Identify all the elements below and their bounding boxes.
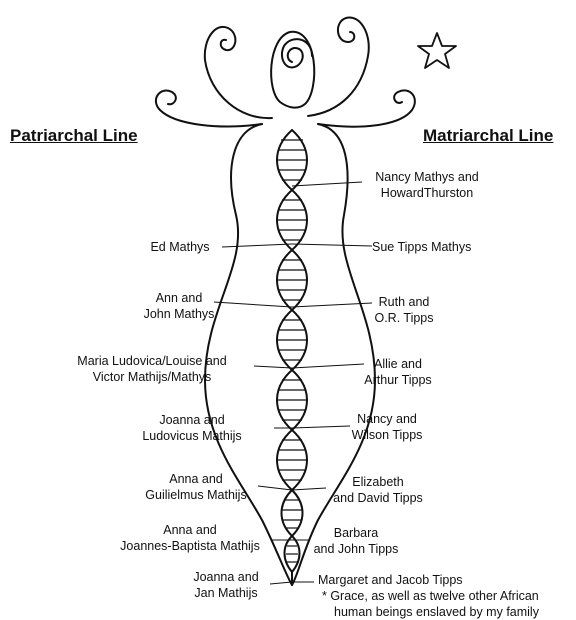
matriarchal-label-2-line1: Sue Tipps Mathys <box>372 239 492 255</box>
left-tendril-upper <box>205 27 272 118</box>
left-tendril-lower <box>156 91 262 127</box>
patriarchal-label-5-line2: Guilielmus Mathijs <box>134 487 258 503</box>
matriarchal-line-heading: Matriarchal Line <box>423 126 553 146</box>
right-tendril-upper <box>308 17 369 116</box>
head-spiral <box>282 39 312 67</box>
patriarchal-label-4-line1: Joanna and <box>122 412 262 428</box>
matriarchal-label-7: Barbara and John Tipps <box>308 525 404 557</box>
patriarchal-label-6: Anna and Joannes-Baptista Mathijs <box>108 522 272 554</box>
footnote: * Grace, as well as twelve other African… <box>322 588 572 620</box>
star-icon <box>418 33 456 68</box>
patriarchal-label-6-line1: Anna and <box>108 522 272 538</box>
patriarchal-label-4-line2: Ludovicus Mathijs <box>122 428 262 444</box>
patriarchal-label-2-line2: John Mathys <box>124 306 234 322</box>
matriarchal-label-5: Nancy and Wilson Tipps <box>342 411 432 443</box>
patriarchal-label-4: Joanna and Ludovicus Mathijs <box>122 412 262 444</box>
patriarchal-label-7: Joanna and Jan Mathijs <box>180 569 272 601</box>
patriarchal-label-6-line2: Joannes-Baptista Mathijs <box>108 538 272 554</box>
patriarchal-label-3-line2: Victor Mathijs/Mathys <box>54 369 250 385</box>
matriarchal-label-3-line2: O.R. Tipps <box>364 310 444 326</box>
matriarchal-label-8-line1: Margaret and Jacob Tipps <box>318 572 518 588</box>
matriarchal-label-6-line1: Elizabeth <box>324 474 432 490</box>
matriarchal-label-7-line2: and John Tipps <box>308 541 404 557</box>
matriarchal-label-6-line2: and David Tipps <box>324 490 432 506</box>
matriarchal-label-1: Nancy Mathys and HowardThurston <box>362 169 492 201</box>
patriarchal-label-3: Maria Ludovica/Louise and Victor Mathijs… <box>54 353 250 385</box>
patriarchal-label-7-line1: Joanna and <box>180 569 272 585</box>
matriarchal-label-4: Allie and Arthur Tipps <box>356 356 440 388</box>
matriarchal-label-2: Sue Tipps Mathys <box>372 239 492 255</box>
patriarchal-label-2-line1: Ann and <box>124 290 234 306</box>
patriarchal-label-7-line2: Jan Mathijs <box>180 585 272 601</box>
patriarchal-label-5-line1: Anna and <box>134 471 258 487</box>
patriarchal-label-1-line1: Ed Mathys <box>130 239 230 255</box>
matriarchal-label-1-line1: Nancy Mathys and <box>362 169 492 185</box>
matriarchal-label-8: Margaret and Jacob Tipps <box>318 572 518 588</box>
matriarchal-label-3-line1: Ruth and <box>364 294 444 310</box>
matriarchal-label-7-line1: Barbara <box>308 525 404 541</box>
patriarchal-label-5: Anna and Guilielmus Mathijs <box>134 471 258 503</box>
matriarchal-label-4-line2: Arthur Tipps <box>356 372 440 388</box>
footnote-line2: human beings enslaved by my family <box>322 604 572 620</box>
patriarchal-line-heading: Patriarchal Line <box>10 126 138 146</box>
patriarchal-label-1: Ed Mathys <box>130 239 230 255</box>
matriarchal-label-5-line1: Nancy and <box>342 411 432 427</box>
footnote-line1: * Grace, as well as twelve other African <box>322 588 572 604</box>
patriarchal-label-3-line1: Maria Ludovica/Louise and <box>54 353 250 369</box>
patriarchal-label-2: Ann and John Mathys <box>124 290 234 322</box>
matriarchal-label-1-line2: HowardThurston <box>362 185 492 201</box>
matriarchal-label-6: Elizabeth and David Tipps <box>324 474 432 506</box>
matriarchal-label-5-line2: Wilson Tipps <box>342 427 432 443</box>
matriarchal-label-4-line1: Allie and <box>356 356 440 372</box>
matriarchal-label-3: Ruth and O.R. Tipps <box>364 294 444 326</box>
